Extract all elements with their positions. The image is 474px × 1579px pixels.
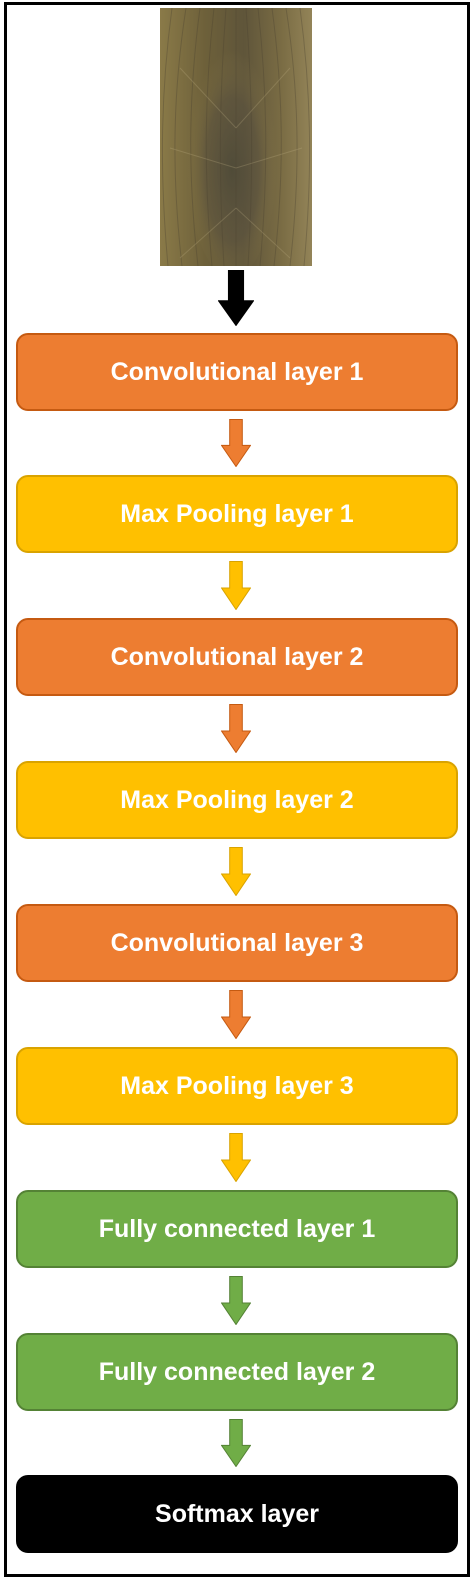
layer-label: Convolutional layer 1	[110, 357, 364, 386]
down-arrow-icon-1	[221, 419, 251, 467]
layer-label: Fully connected layer 1	[98, 1214, 376, 1243]
layer-label: Fully connected layer 2	[98, 1357, 376, 1386]
input-image	[160, 8, 312, 266]
down-arrow-icon-6	[221, 1133, 251, 1182]
layer-label: Convolutional layer 3	[110, 928, 364, 957]
layer-box-3: Convolutional layer 2	[16, 618, 458, 696]
layer-label: Max Pooling layer 2	[120, 785, 354, 814]
down-arrow-icon-2	[221, 561, 251, 610]
layer-box-9: Softmax layer	[16, 1475, 458, 1553]
layer-label: Softmax layer	[155, 1499, 319, 1528]
down-arrow-icon-3	[221, 704, 251, 753]
input-down-arrow-icon	[218, 270, 254, 326]
down-arrow-icon-4	[221, 847, 251, 896]
layer-box-4: Max Pooling layer 2	[16, 761, 458, 839]
layer-box-5: Convolutional layer 3	[16, 904, 458, 982]
down-arrow-icon-5	[221, 990, 251, 1039]
layer-label: Convolutional layer 2	[110, 642, 364, 671]
layer-box-8: Fully connected layer 2	[16, 1333, 458, 1411]
layer-box-2: Max Pooling layer 1	[16, 475, 458, 553]
layer-box-6: Max Pooling layer 3	[16, 1047, 458, 1125]
fingerprint-texture-image	[160, 8, 312, 266]
down-arrow-icon-8	[221, 1419, 251, 1467]
layer-label: Max Pooling layer 3	[120, 1071, 354, 1100]
layer-label: Max Pooling layer 1	[120, 499, 354, 528]
down-arrow-icon-7	[221, 1276, 251, 1325]
layer-box-7: Fully connected layer 1	[16, 1190, 458, 1268]
layer-box-1: Convolutional layer 1	[16, 333, 458, 411]
